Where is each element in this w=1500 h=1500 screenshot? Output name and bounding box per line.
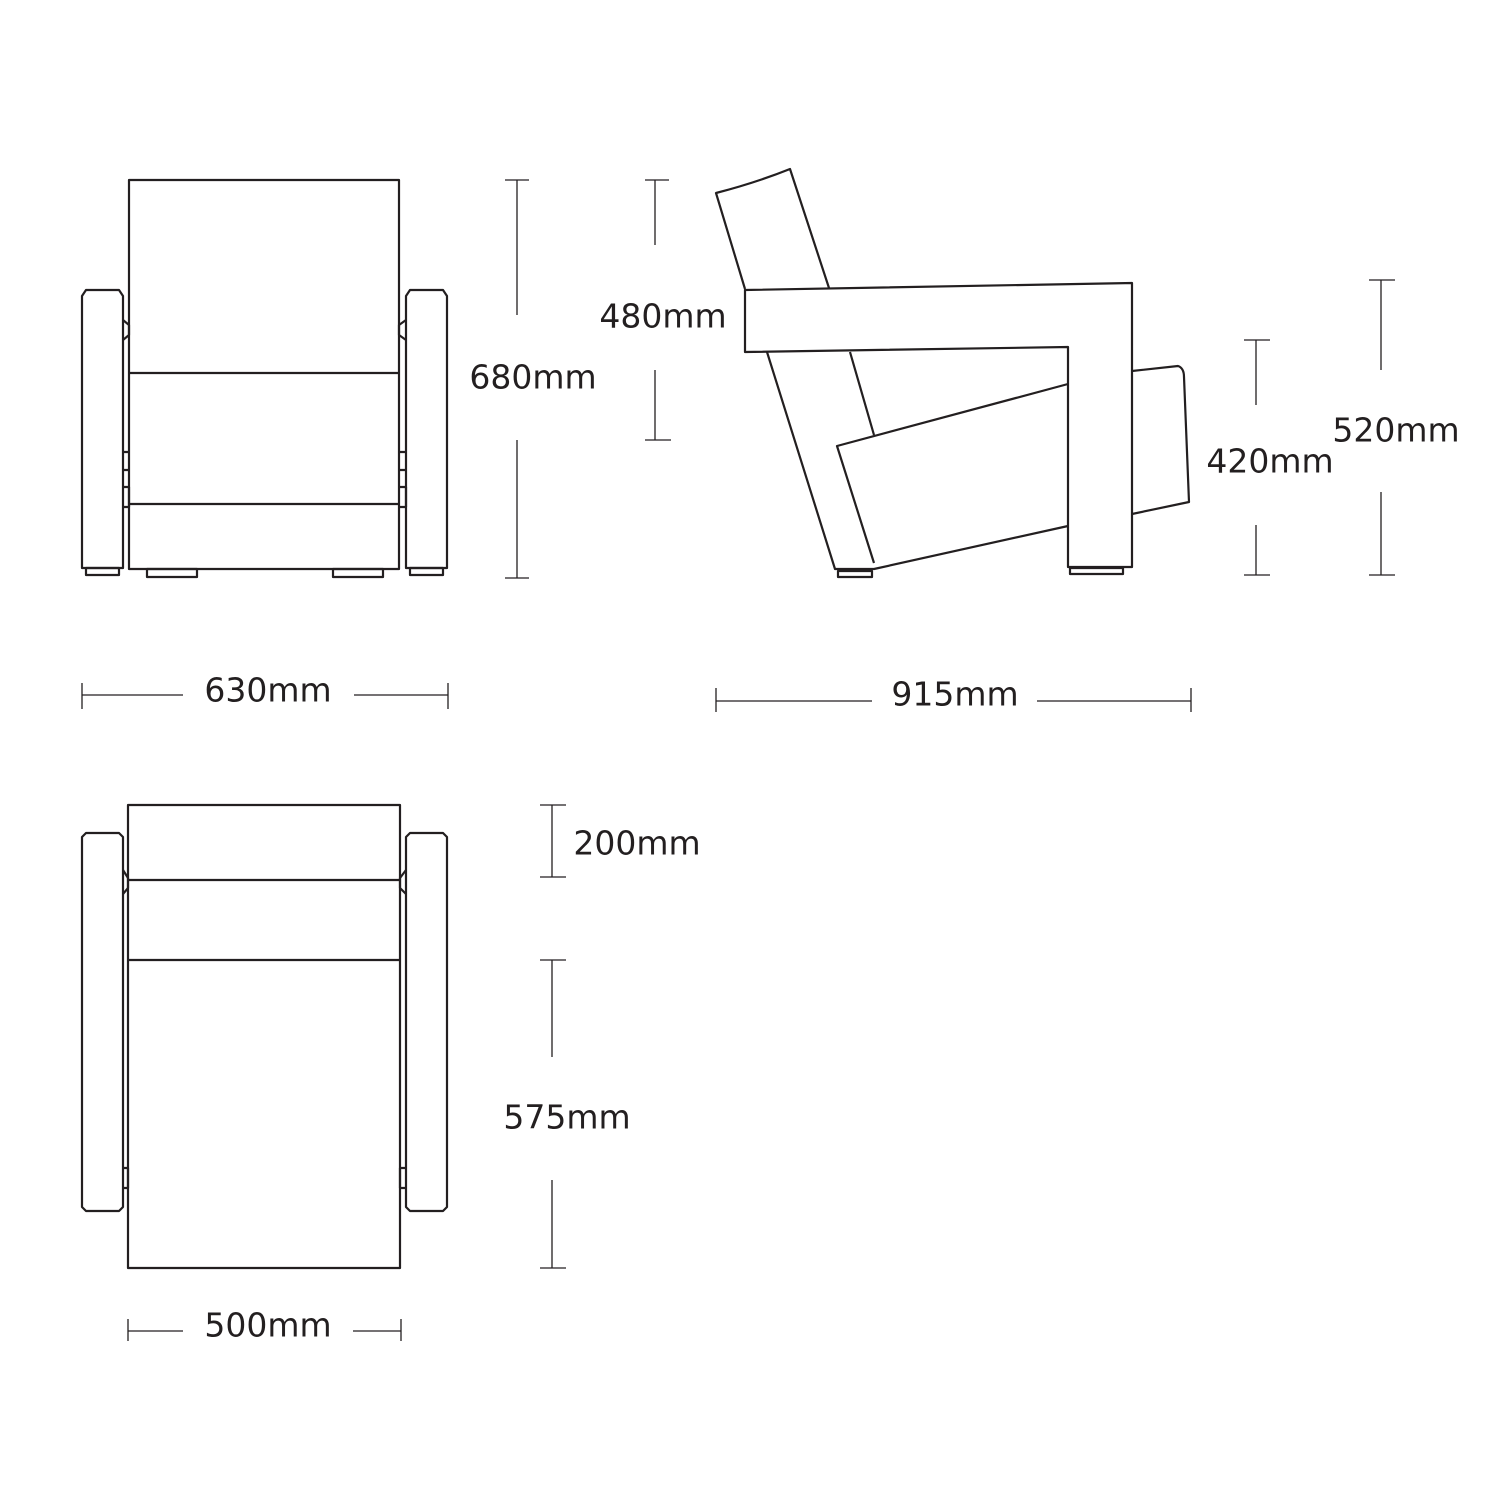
side-seat — [835, 382, 1069, 564]
side-arm-frame — [743, 281, 1134, 569]
front-right-arm — [404, 288, 449, 570]
top-left-connector — [122, 869, 130, 1190]
side-rear-foot — [1068, 566, 1125, 576]
dim-label-915: 915mm — [891, 674, 1019, 714]
front-foot — [145, 567, 199, 579]
top-body — [126, 803, 402, 1270]
dim-line-420 — [1244, 339, 1270, 576]
dim-line-500 — [127, 1319, 402, 1341]
dim-line-520 — [1369, 279, 1395, 576]
front-foot — [408, 566, 445, 577]
dim-label-520: 520mm — [1332, 410, 1460, 450]
front-left-connector — [122, 319, 131, 509]
top-left-arm — [80, 831, 125, 1213]
dim-label-200: 200mm — [573, 823, 701, 863]
dim-label-630: 630mm — [204, 670, 332, 710]
side-front-leg — [765, 351, 1069, 571]
dimension-lines — [81, 179, 1395, 1341]
top-view — [80, 803, 449, 1270]
dim-line-200 — [540, 804, 566, 878]
dim-label-680: 680mm — [469, 357, 597, 397]
dim-label-575: 575mm — [503, 1097, 631, 1137]
dim-line-575 — [540, 959, 566, 1269]
dim-line-680 — [505, 179, 529, 579]
front-foot — [84, 566, 121, 577]
top-right-arm — [404, 831, 449, 1213]
front-foot — [331, 567, 385, 579]
front-view — [80, 178, 449, 579]
dim-label-500: 500mm — [204, 1305, 332, 1345]
dim-line-480 — [645, 179, 671, 441]
front-right-connector — [397, 319, 408, 509]
top-right-connector — [398, 869, 407, 1190]
side-view — [714, 167, 1191, 579]
side-front-foot — [836, 569, 874, 579]
side-backrest-lower — [848, 351, 876, 436]
side-rear-cushion — [1131, 364, 1191, 516]
dim-label-420: 420mm — [1206, 441, 1334, 481]
dim-label-480: 480mm — [599, 296, 727, 336]
dim-line-915 — [715, 688, 1192, 712]
dim-line-630 — [81, 683, 449, 709]
front-left-arm — [80, 288, 125, 570]
side-backrest — [714, 167, 831, 290]
front-backrest — [127, 178, 401, 571]
